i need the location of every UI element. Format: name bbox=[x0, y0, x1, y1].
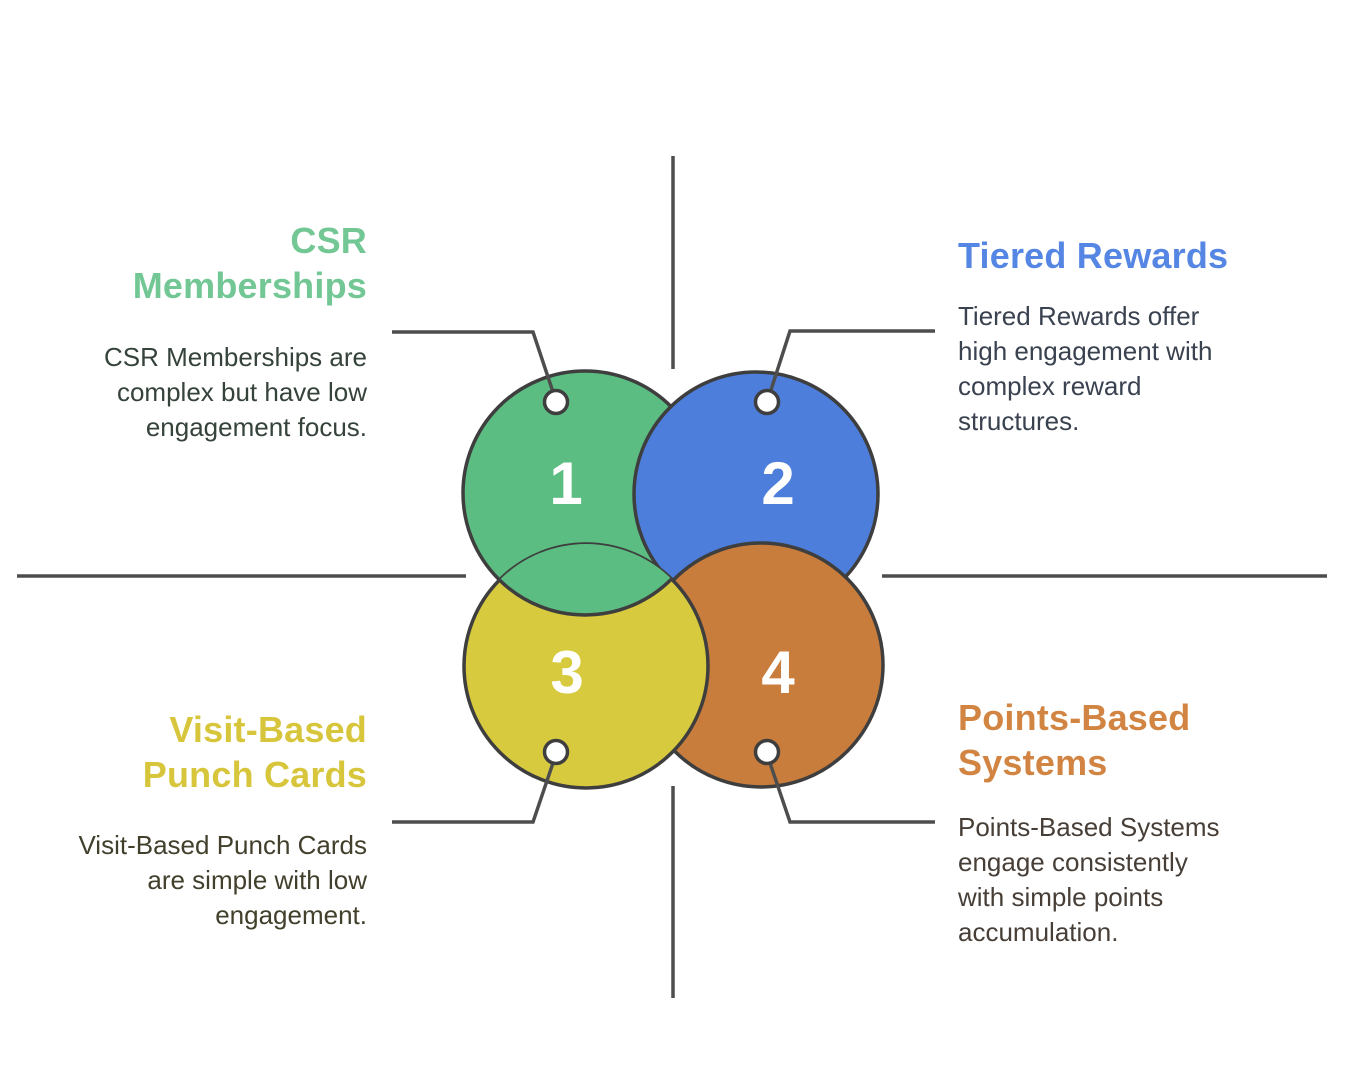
quadrant-1-description: CSR Memberships are complex but have low… bbox=[104, 342, 367, 442]
leader-line-tiered-rewards bbox=[768, 329, 935, 394]
circle-4-number: 4 bbox=[761, 639, 795, 706]
quadrant-2-description: Tiered Rewards offer high engagement wit… bbox=[958, 301, 1213, 436]
leader-line-points-based-systems bbox=[768, 762, 935, 824]
circle-2-number: 2 bbox=[761, 450, 794, 517]
quadrant-4-title: Points-Based Systems bbox=[958, 697, 1191, 783]
quadrant-3-title: Visit-Based Punch Cards bbox=[142, 709, 367, 795]
leader-line-visit-based-punch-cards bbox=[392, 762, 555, 824]
connector-dot-icon-2 bbox=[753, 388, 781, 416]
connector-dot-icon-4 bbox=[753, 738, 781, 766]
connector-dot-icon-1 bbox=[542, 388, 570, 416]
circle-1-number: 1 bbox=[549, 450, 582, 517]
quadrant-4-description: Points-Based Systems engage consistently… bbox=[958, 812, 1220, 947]
quadrant-2-title: Tiered Rewards bbox=[958, 235, 1229, 276]
circle-3-number: 3 bbox=[550, 639, 583, 706]
quadrant-1-title: CSR Memberships bbox=[132, 220, 367, 306]
quadrant-3-description: Visit-Based Punch Cards are simple with … bbox=[78, 830, 367, 930]
leader-line-csr-memberships bbox=[392, 330, 555, 393]
connector-dot-icon-3 bbox=[542, 738, 570, 766]
